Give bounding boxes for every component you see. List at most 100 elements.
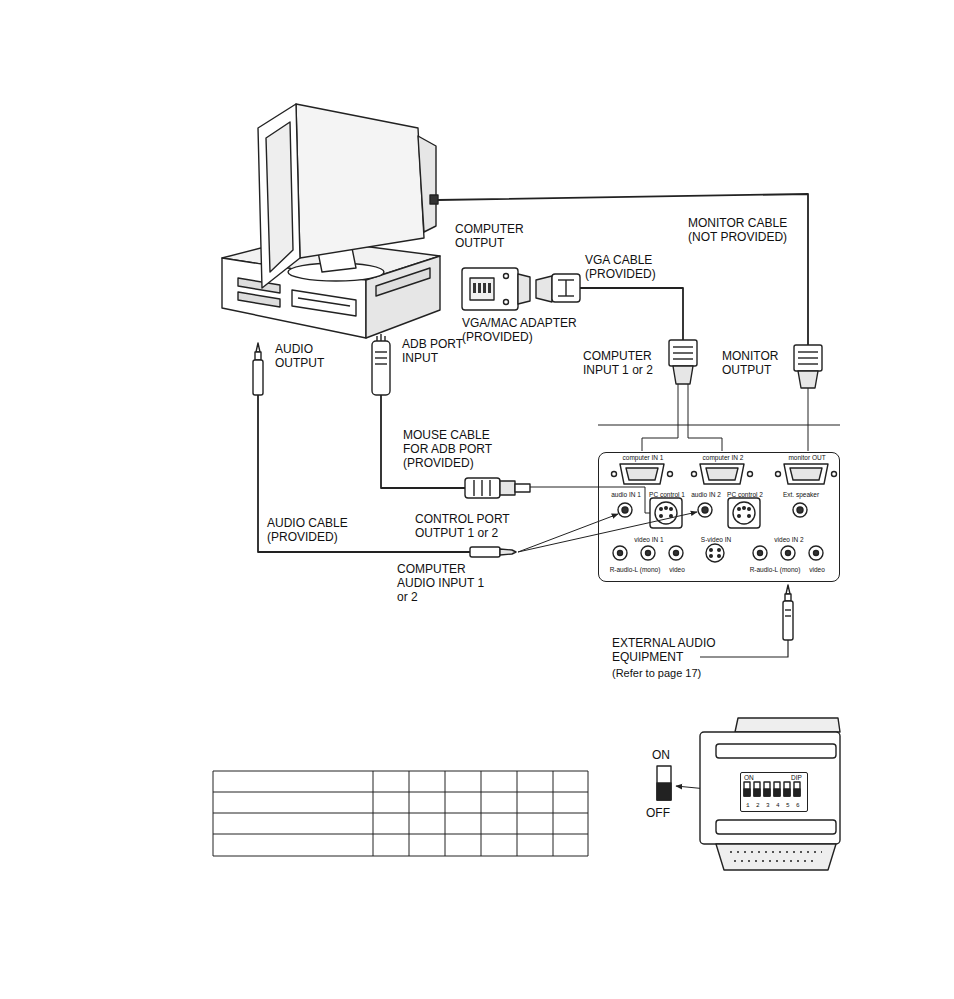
- adapter-closeup-part: [730, 851, 822, 852]
- panel-connectors-part: [814, 551, 819, 556]
- computer-input-plug-part: [669, 340, 697, 366]
- callout-label: ON: [652, 748, 670, 762]
- adb-plug-part: [375, 357, 387, 358]
- switch-icon-part: [657, 766, 671, 800]
- computer-input-plug-part: [673, 358, 693, 359]
- dip-switch-block: ONDIP1 2 3 4 5 6: [740, 772, 808, 812]
- panel-connectors-part: [702, 507, 708, 513]
- port-label: audio IN 1: [611, 491, 641, 499]
- switch-icon: [657, 766, 671, 800]
- empty-table-part: [517, 771, 518, 856]
- callout-label: EXTERNAL AUDIO EQUIPMENT: [612, 636, 732, 664]
- mouse-cable-plug-part: [481, 480, 482, 496]
- mouse-cable-plug-part: [515, 484, 530, 492]
- panel-connectors-part: [793, 503, 807, 517]
- external-audio-plug-part: [785, 615, 791, 616]
- empty-table-part: [481, 771, 482, 856]
- panel-connectors-part: [733, 502, 755, 524]
- panel-connectors-part: [710, 555, 713, 558]
- panel-connectors-part: [670, 508, 673, 511]
- monitor-output-plug: [794, 345, 822, 388]
- panel-connectors-part: [758, 551, 763, 556]
- port-label: video: [809, 566, 825, 574]
- audio-input-arrows: [518, 512, 697, 552]
- adb-plug-part: [380, 334, 381, 341]
- external-audio-plug-part: [783, 601, 793, 640]
- switch-label: ON: [744, 774, 754, 782]
- callout-label: MONITOR OUTPUT: [722, 349, 792, 377]
- vga-mac-adapter-part: [488, 283, 491, 293]
- adb-plug-part: [384, 336, 385, 341]
- vga-mac-adapter-part: [518, 274, 530, 304]
- panel-connectors-part: [669, 546, 683, 560]
- port-label: video IN 1: [634, 536, 663, 544]
- panel-connectors-part: [641, 546, 655, 560]
- panel-connectors-part: [832, 472, 837, 477]
- audio-output-plug-part: [256, 343, 260, 352]
- vga-mac-adapter-part: [478, 283, 481, 293]
- monitor-output-plug-part: [794, 345, 822, 371]
- callout-label: OFF: [646, 806, 670, 820]
- audio-output-plug-part: [255, 352, 261, 360]
- monitor-part: [296, 104, 424, 258]
- panel-connectors-part: [706, 544, 724, 562]
- panel-connectors-part: [670, 515, 673, 518]
- switch-label: DIP: [791, 774, 802, 782]
- connector-panel: computer IN 1computer IN 2monitor OUTaud…: [598, 452, 840, 582]
- adapter-closeup-part: [794, 789, 800, 796]
- plug-leader-lines-part: [688, 384, 722, 451]
- external-audio-plug-part: [785, 609, 791, 610]
- adapter-closeup-part: [700, 732, 840, 844]
- panel-connectors-part: [738, 515, 741, 518]
- callout-label: AUDIO OUTPUT: [275, 342, 339, 370]
- port-label: video: [669, 566, 685, 574]
- audio-output-plug-part: [253, 360, 263, 395]
- port-label: computer IN 1: [623, 454, 664, 462]
- port-label: R-audio-L (mono): [750, 566, 801, 574]
- monitor-part: [258, 104, 300, 288]
- port-label: monitor OUT: [788, 454, 825, 462]
- panel-connectors-part: [784, 464, 828, 484]
- callout-label: COMPUTER INPUT 1 or 2: [583, 349, 665, 377]
- adb-plug: [372, 334, 390, 395]
- plug-leader-lines: [642, 384, 808, 451]
- audio-input-plug: [470, 547, 516, 557]
- adb-plug-part: [372, 341, 390, 395]
- switch-icon-part: [657, 783, 671, 800]
- computer-input-plug: [669, 340, 697, 384]
- adb-plug-part: [376, 336, 377, 341]
- panel-connectors-part: [743, 507, 746, 510]
- panel-connectors-part: [809, 546, 823, 560]
- adapter-closeup-part: [764, 789, 770, 796]
- port-label: S-video IN: [701, 536, 731, 544]
- callout-label: VGA/MAC ADAPTER (PROVIDED): [462, 316, 588, 344]
- panel-connectors-part: [797, 507, 803, 513]
- monitor-output-plug-part: [798, 351, 818, 352]
- adapter-closeup-part: [734, 860, 818, 861]
- adapter-closeup-part: [744, 789, 750, 796]
- adapter-closeup-part: [774, 789, 780, 796]
- empty-table-part: [213, 813, 588, 814]
- empty-table-part: [553, 771, 554, 856]
- external-audio-plug: [783, 585, 793, 640]
- panel-connectors-part: [660, 515, 663, 518]
- audio-input-plug-part: [470, 547, 500, 557]
- plug-leader-lines-part: [642, 384, 678, 451]
- panel-connectors-part: [776, 472, 781, 477]
- empty-table-part: [213, 771, 588, 856]
- adapter-closeup-part: [794, 782, 800, 796]
- callout-label: CONTROL PORT OUTPUT 1 or 2: [415, 512, 519, 540]
- empty-table-part: [373, 771, 374, 856]
- port-label: video IN 2: [774, 536, 803, 544]
- callout-label: MONITOR CABLE (NOT PROVIDED): [688, 216, 796, 244]
- monitor-output-plug-part: [798, 357, 818, 358]
- monitor-part: [418, 136, 436, 232]
- empty-table-part: [409, 771, 410, 856]
- empty-table-part: [213, 792, 588, 793]
- vga-mac-adapter-part: [470, 278, 494, 300]
- panel-connectors-part: [748, 515, 751, 518]
- vga-mac-adapter-part: [473, 283, 476, 293]
- port-label: PC control 1: [649, 491, 685, 499]
